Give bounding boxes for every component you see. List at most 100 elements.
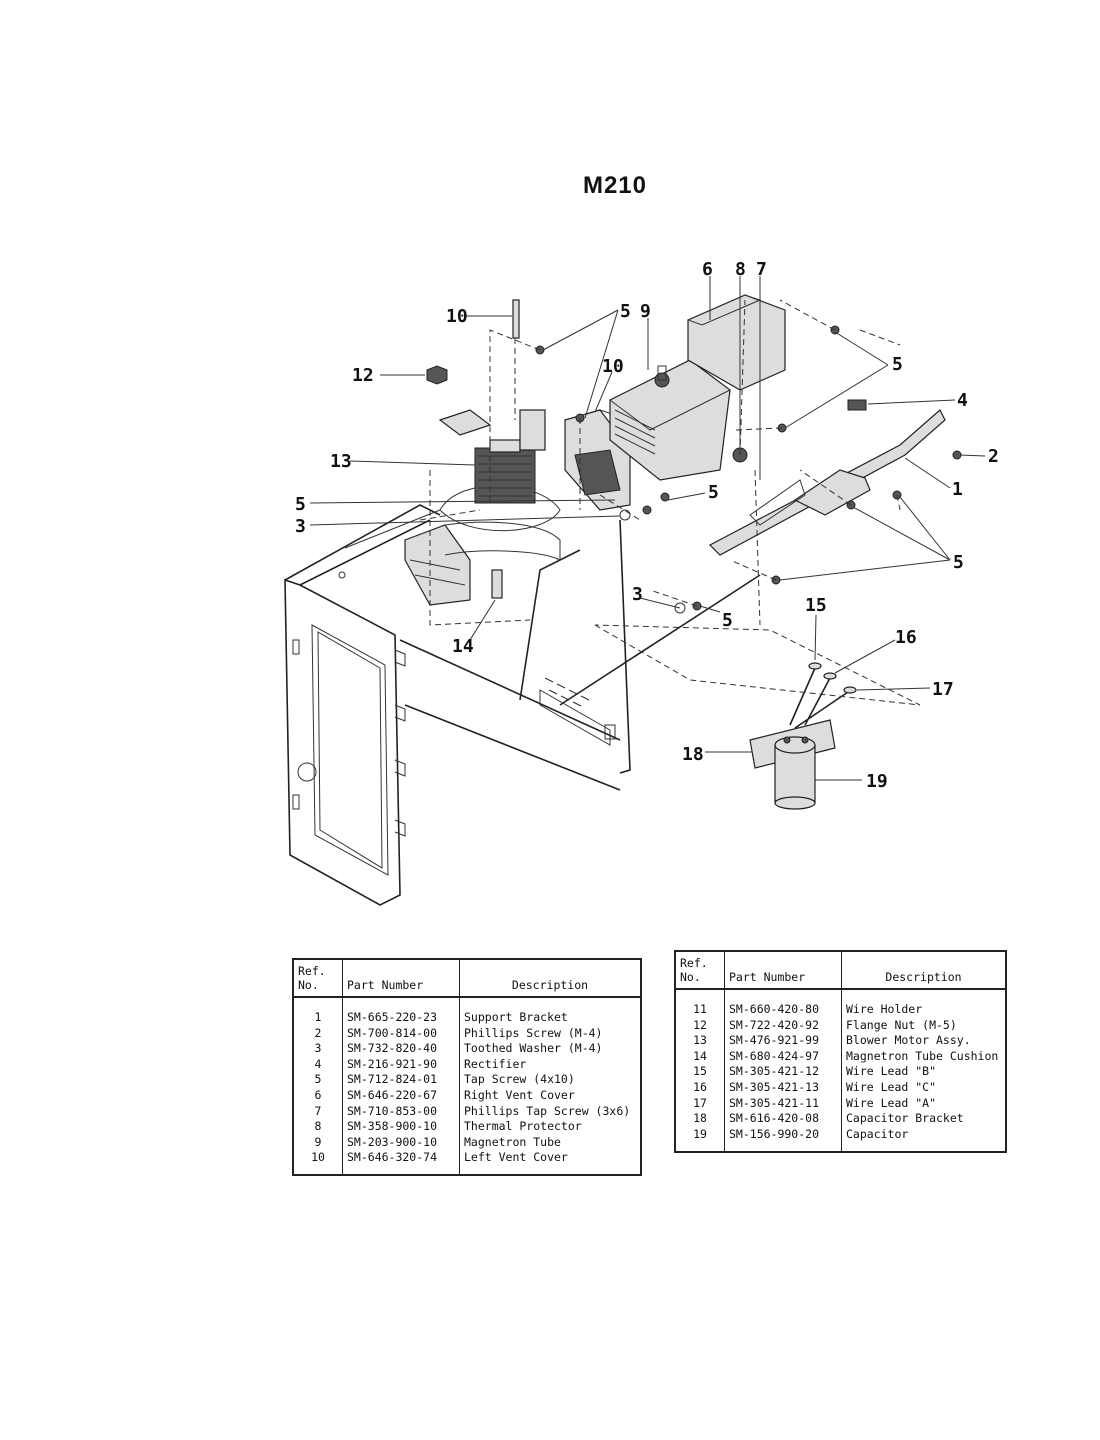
- ref-cell: 18: [675, 1111, 725, 1127]
- part-number-cell: SM-156-990-20: [724, 1126, 842, 1152]
- ref-cell: 14: [675, 1048, 725, 1065]
- wire-holder: [512, 299, 520, 339]
- part-number-cell: SM-358-900-10: [342, 1119, 460, 1135]
- description-cell: Tap Screw (4x10): [459, 1072, 642, 1088]
- ref-cell: 13: [675, 1033, 725, 1049]
- callout-10: 10: [602, 356, 624, 377]
- part-number-cell: SM-722-420-92: [724, 1017, 842, 1034]
- part-number-cell: SM-700-814-00: [342, 1025, 460, 1042]
- description-cell: Magnetron Tube Cushion: [841, 1048, 1007, 1065]
- flange-nut: [426, 365, 448, 385]
- description-cell: Thermal Protector: [459, 1119, 642, 1135]
- callout-11: 10: [446, 306, 468, 327]
- description-cell: Wire Lead "A": [841, 1095, 1007, 1112]
- description-cell: Wire Holder: [841, 989, 1007, 1018]
- callout-labels: 10 5 9 10 12 13 5 3 5 6 8 7 5 4 2 1 5 3 …: [295, 259, 999, 792]
- part-number-cell: SM-203-900-10: [342, 1134, 460, 1151]
- description-cell: Left Vent Cover: [459, 1150, 642, 1176]
- ref-cell: 11: [675, 989, 725, 1018]
- callout-5: 5: [722, 610, 733, 631]
- part-number-cell: SM-646-220-67: [342, 1087, 460, 1104]
- callout-2: 2: [988, 446, 999, 467]
- description-cell: Blower Motor Assy.: [841, 1033, 1007, 1049]
- support-bracket: [708, 409, 946, 556]
- ref-cell: 12: [675, 1017, 725, 1034]
- description-cell: Capacitor Bracket: [841, 1111, 1007, 1127]
- chassis-front-panel: [284, 578, 406, 906]
- ref-cell: 5: [293, 1072, 343, 1088]
- part-number-cell: SM-680-424-97: [724, 1048, 842, 1065]
- part-number-cell: SM-616-420-08: [724, 1111, 842, 1127]
- col-part-number: Part Number: [724, 951, 842, 990]
- exploded-parts-diagram: 10 5 9 10 12 13 5 3 5 6 8 7 5 4 2 1 5 3 …: [284, 259, 999, 906]
- ref-cell: 9: [293, 1134, 343, 1151]
- ref-cell: 2: [293, 1025, 343, 1042]
- part-number-cell: SM-305-421-13: [724, 1079, 842, 1096]
- callout-4: 4: [957, 390, 968, 411]
- ref-cell: 4: [293, 1056, 343, 1073]
- rectifier: [847, 399, 867, 411]
- magnetron-tube: [609, 359, 731, 481]
- ref-cell: 6: [293, 1087, 343, 1104]
- ref-cell: 8: [293, 1119, 343, 1135]
- description-cell: Wire Lead "B": [841, 1064, 1007, 1080]
- part-number-cell: SM-712-824-01: [342, 1072, 460, 1088]
- description-cell: Flange Nut (M-5): [841, 1017, 1007, 1034]
- description-cell: Toothed Washer (M-4): [459, 1041, 642, 1057]
- col-part-number: Part Number: [342, 959, 460, 998]
- description-cell: Capacitor: [841, 1126, 1007, 1152]
- callout-6: 6: [702, 259, 713, 280]
- col-description: Description: [841, 951, 1007, 990]
- capacitor-assembly: [749, 662, 857, 810]
- description-cell: Phillips Screw (M-4): [459, 1025, 642, 1042]
- part-number-cell: SM-646-320-74: [342, 1150, 460, 1176]
- air-duct: [404, 521, 561, 606]
- col-ref: Ref. No.: [675, 951, 725, 990]
- description-cell: Wire Lead "C": [841, 1079, 1007, 1096]
- callout-3: 3: [295, 516, 306, 537]
- page-title: M210: [582, 172, 648, 199]
- ref-cell: 19: [675, 1126, 725, 1152]
- callout-5: 5: [953, 552, 964, 573]
- callout-18: 18: [682, 744, 704, 765]
- ref-cell: 3: [293, 1041, 343, 1057]
- ref-cell: 1: [293, 997, 343, 1026]
- ref-cell: 17: [675, 1095, 725, 1112]
- description-cell: Rectifier: [459, 1056, 642, 1073]
- ref-cell: 10: [293, 1150, 343, 1176]
- part-number-cell: SM-665-220-23: [342, 997, 460, 1026]
- description-cell: Phillips Tap Screw (3x6): [459, 1103, 642, 1120]
- ref-cell: 16: [675, 1079, 725, 1096]
- magnetron-tube-cushion: [491, 569, 503, 599]
- left-vent-cover: [564, 409, 631, 511]
- ref-cell: 7: [293, 1103, 343, 1120]
- col-description: Description: [459, 959, 642, 998]
- part-number-cell: SM-216-921-90: [342, 1056, 460, 1073]
- callout-12: 12: [352, 365, 374, 386]
- description-cell: Support Bracket: [459, 997, 642, 1026]
- part-number-cell: SM-710-853-00: [342, 1103, 460, 1120]
- callout-16: 16: [895, 627, 917, 648]
- callout-5: 5: [620, 301, 631, 322]
- description-cell: Right Vent Cover: [459, 1087, 642, 1104]
- callout-17: 17: [932, 679, 954, 700]
- callout-19: 19: [866, 771, 888, 792]
- part-number-cell: SM-305-421-11: [724, 1095, 842, 1112]
- callout-1: 1: [952, 479, 963, 500]
- part-number-cell: SM-732-820-40: [342, 1041, 460, 1057]
- callout-5: 5: [295, 494, 306, 515]
- blower-motor-assembly: [438, 409, 561, 532]
